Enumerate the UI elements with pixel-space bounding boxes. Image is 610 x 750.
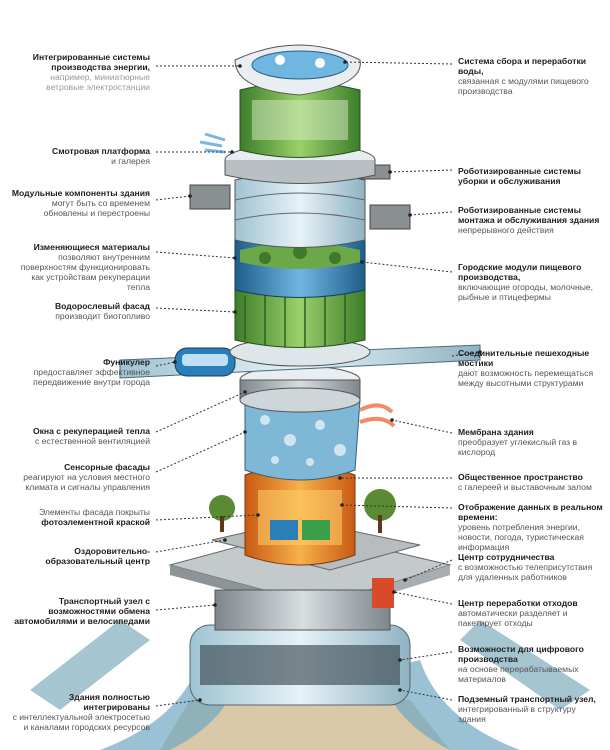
callout-dot-left-6	[243, 390, 247, 394]
roof	[234, 44, 361, 96]
callout-dot-left-3	[233, 256, 237, 260]
callout-line-right-3	[361, 261, 453, 273]
callout-line-right-0	[344, 61, 453, 65]
callout-line-right-11	[399, 689, 453, 701]
callout-line-right-2	[409, 211, 453, 216]
label-food-modules: Городские модули пищевого производства,в…	[458, 262, 594, 302]
label-underground-hub: Подземный транспортный узел,интегрирован…	[458, 694, 596, 724]
callout-dot-right-10	[398, 658, 402, 662]
callout-dot-right-6	[338, 476, 342, 480]
callout-dot-left-0	[238, 64, 242, 68]
callout-dot-right-0	[343, 60, 347, 64]
callout-line-left-5	[155, 361, 176, 367]
callout-line-left-8	[155, 514, 259, 521]
label-energy-systems: Интегрированные системы производства эне…	[32, 52, 150, 92]
callout-dot-right-3	[360, 260, 364, 264]
label-water-system: Система сбора и переработки воды,связанн…	[458, 56, 589, 96]
callout-dot-left-9	[223, 538, 227, 542]
food-modules	[234, 232, 366, 298]
public-space	[209, 464, 421, 571]
callout-line-right-7	[341, 504, 453, 509]
callout-dot-right-4	[478, 350, 482, 354]
label-transport-hub: Транспортный узел с возможностями обмена…	[14, 596, 150, 626]
callout-dot-right-8	[403, 578, 407, 582]
callout-dot-right-5	[390, 418, 394, 422]
callout-dot-left-10	[213, 603, 217, 607]
callout-dot-left-7	[243, 430, 247, 434]
modular-floors	[189, 164, 411, 248]
underground-hub	[30, 620, 590, 750]
callout-line-left-3	[155, 251, 236, 259]
callout-dot-left-8	[256, 513, 260, 517]
callout-dot-left-1	[230, 150, 234, 154]
callout-line-left-10	[155, 604, 216, 611]
top-green	[239, 82, 361, 158]
callout-dot-left-5	[173, 360, 177, 364]
callout-dot-left-2	[188, 194, 192, 198]
label-health-education-center: Оздоровительно-образовательный центр	[45, 546, 150, 566]
callout-dot-right-1	[388, 170, 392, 174]
lower-floors	[239, 365, 361, 413]
membrane	[244, 392, 396, 481]
label-realtime-data: Отображение данных в реальном времени:ур…	[458, 502, 603, 552]
callout-dot-right-9	[392, 590, 396, 594]
callout-line-left-4	[155, 307, 236, 313]
callout-line-right-4	[451, 351, 481, 357]
callout-dot-left-4	[233, 310, 237, 314]
callout-line-left-7	[155, 431, 246, 473]
callout-line-right-1	[389, 169, 453, 173]
callout-line-right-5	[391, 419, 453, 434]
callout-line-left-2	[155, 195, 191, 201]
callout-dot-right-11	[398, 688, 402, 692]
label-assembly-robots: Роботизированные системы монтажа и обслу…	[458, 205, 600, 235]
callout-line-left-9	[155, 539, 226, 553]
callout-dot-right-7	[340, 503, 344, 507]
algae-facade	[234, 282, 366, 348]
callout-line-left-11	[155, 699, 201, 707]
callout-dot-right-2	[408, 213, 412, 217]
callout-line-right-8	[404, 559, 453, 581]
label-cleaning-robots: Роботизированные системы уборки и обслуж…	[458, 166, 581, 186]
callout-line-left-6	[155, 391, 246, 433]
callout-line-right-10	[399, 651, 453, 661]
callout-dot-left-11	[198, 698, 202, 702]
callout-line-right-9	[393, 591, 453, 605]
